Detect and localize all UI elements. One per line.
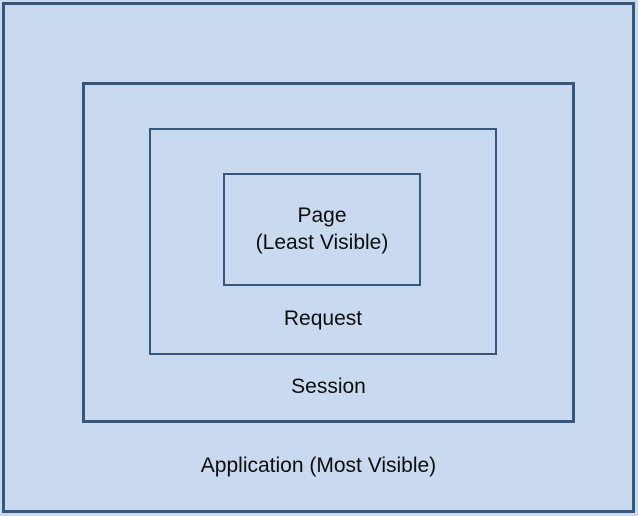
page-box: Page (Least Visible) — [223, 173, 421, 286]
session-label: Session — [291, 375, 366, 399]
session-box: Page (Least Visible) Request Session — [82, 82, 575, 423]
application-label: Application (Most Visible) — [200, 454, 437, 478]
page-label-line1: Page — [297, 204, 347, 228]
application-label-area: Application (Most Visible) — [5, 423, 632, 510]
request-label: Request — [283, 307, 363, 331]
page-label-line2: (Least Visible) — [255, 230, 389, 254]
page-label: Page (Least Visible) — [225, 175, 419, 284]
request-label-area: Request — [151, 286, 495, 353]
session-label-area: Session — [85, 355, 572, 420]
request-box: Page (Least Visible) Request — [149, 128, 497, 355]
